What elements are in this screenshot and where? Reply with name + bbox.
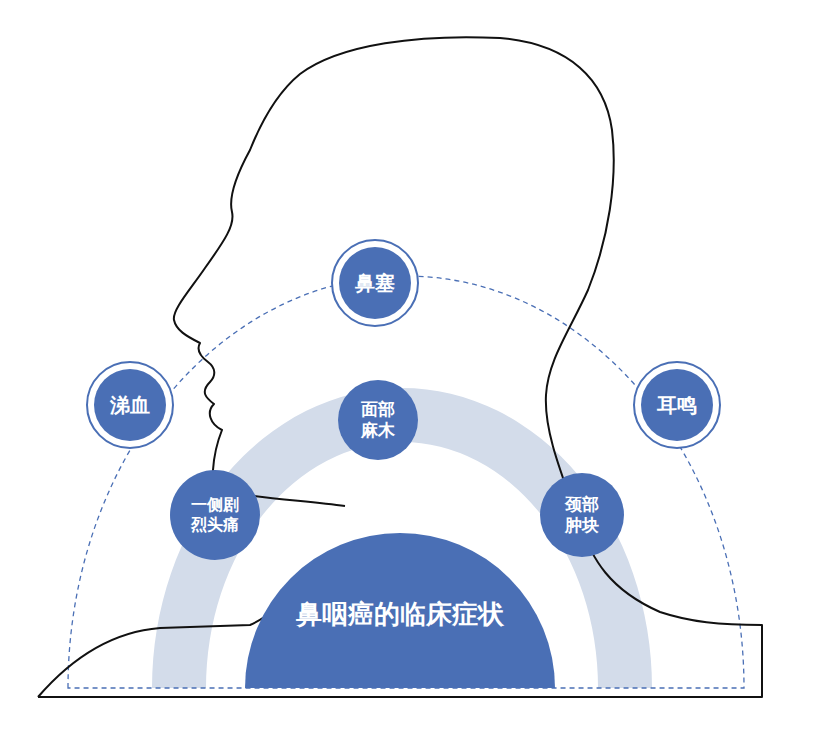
disc-fill	[338, 380, 418, 460]
disc-fill	[641, 369, 713, 441]
symptom-label: 耳鸣	[657, 393, 697, 418]
symptom-circle: 耳鸣	[633, 361, 721, 449]
symptom-label: 鼻塞	[355, 271, 395, 296]
disc-fill	[94, 369, 166, 441]
symptom-circle: 面部 麻木	[338, 380, 418, 460]
symptom-label: 一侧剧 烈头痛	[187, 495, 243, 535]
symptom-label: 颈部 肿块	[559, 494, 605, 537]
symptom-label: 涕血	[110, 393, 150, 418]
disc-fill	[170, 470, 260, 560]
symptom-circle: 涕血	[86, 361, 174, 449]
symptom-circle: 鼻塞	[331, 239, 419, 327]
half-disc	[245, 533, 555, 688]
central-half-circle: 鼻咽癌的临床症状	[245, 533, 555, 688]
symptom-label: 面部 麻木	[355, 399, 401, 442]
center-title: 鼻咽癌的临床症状	[296, 598, 504, 631]
symptom-circle: 颈部 肿块	[540, 473, 624, 557]
ring-border	[332, 240, 418, 326]
ring-border	[634, 362, 720, 448]
disc-fill	[540, 473, 624, 557]
ring-border	[87, 362, 173, 448]
dashed-arc	[68, 276, 744, 688]
disc-fill	[339, 247, 411, 319]
symptom-circle: 一侧剧 烈头痛	[170, 470, 260, 560]
head-outline	[38, 37, 762, 697]
